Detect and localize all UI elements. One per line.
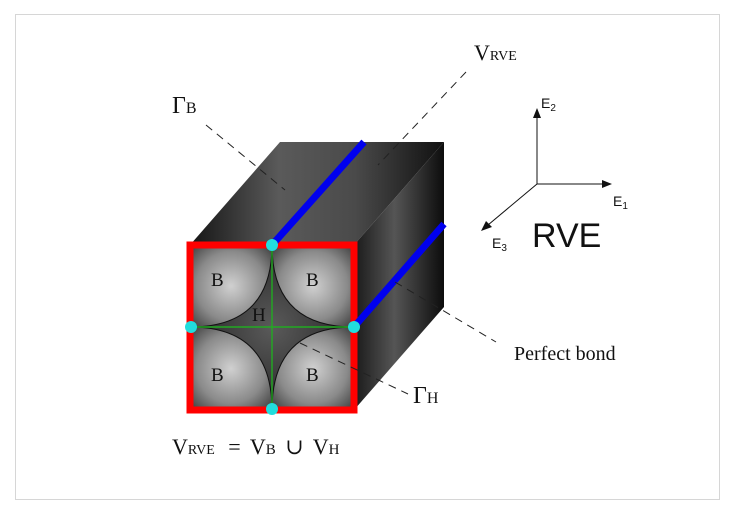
label-gamma-b: ΓB [172, 93, 197, 119]
node-left [185, 321, 197, 333]
label-b-top-right: B [306, 270, 319, 291]
node-right [348, 321, 360, 333]
leader-gamma-h [299, 342, 409, 395]
label-b-bottom-right: B [306, 365, 319, 386]
arrow-e1-icon [602, 180, 612, 188]
leader-v-rve [377, 71, 467, 166]
bond-line-top [269, 139, 367, 248]
label-b-top-left: B [211, 270, 224, 291]
label-rve: RVE [532, 217, 601, 255]
arrow-e3-icon [481, 221, 492, 231]
label-e2: E2 [541, 95, 556, 114]
node-top [266, 239, 278, 251]
leader-gamma-b [205, 124, 286, 191]
leader-perfect-bond [394, 281, 497, 343]
equation: VRVE = VB ∪ VH [172, 434, 340, 459]
label-perfect-bond: Perfect bond [514, 343, 616, 365]
label-v-rve: VRVE [474, 40, 517, 65]
label-e1: E1 [613, 193, 628, 212]
axes [481, 108, 612, 231]
node-bottom [266, 403, 278, 415]
bond-line-side [351, 221, 447, 330]
label-gamma-h: ΓH [413, 383, 439, 409]
label-b-bottom-left: B [211, 365, 224, 386]
front-face [189, 244, 355, 411]
arrow-e2-icon [533, 108, 541, 118]
label-h: H [252, 305, 266, 326]
label-e3: E3 [492, 235, 507, 254]
